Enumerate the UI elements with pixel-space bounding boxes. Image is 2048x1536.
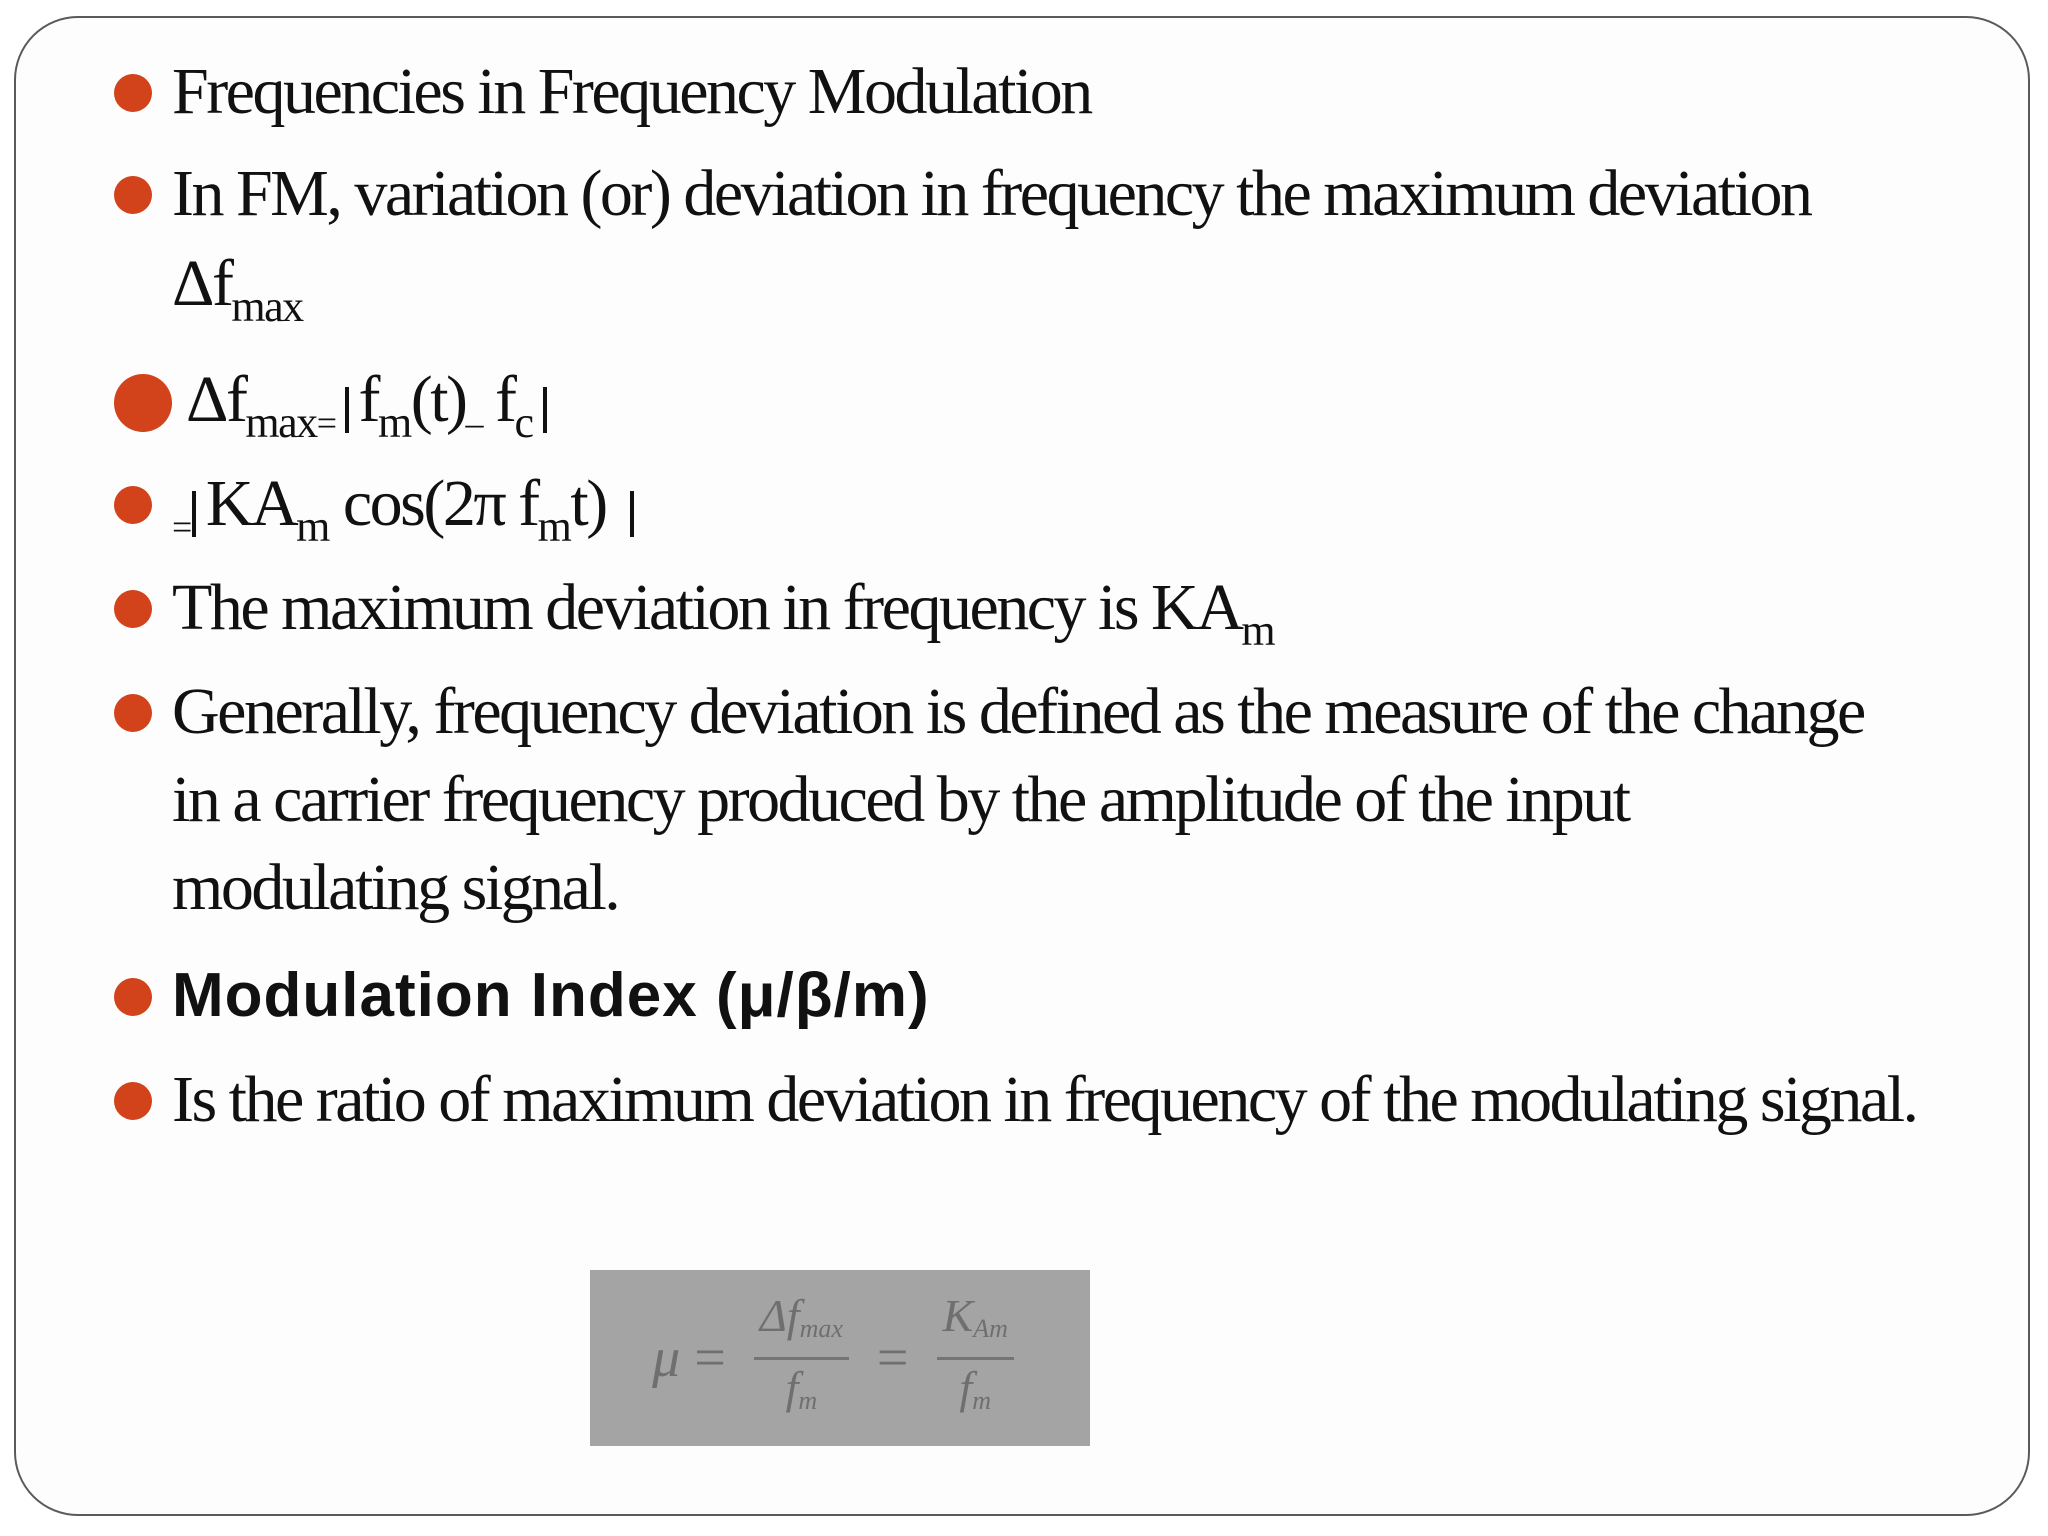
- equals-sign: =: [694, 1327, 726, 1389]
- bullet-text: The maximum deviation in frequency is KA…: [172, 564, 1276, 675]
- slide-frame: [14, 16, 2030, 1516]
- bullet-icon: [114, 694, 152, 732]
- bullet-icon: [114, 590, 152, 628]
- mu-symbol: μ: [652, 1327, 681, 1389]
- denominator-symbol: f: [959, 1361, 973, 1413]
- bullet-ratio: Is the ratio of maximum deviation in fre…: [114, 1056, 1972, 1144]
- delta-symbol: Δf: [172, 247, 234, 320]
- bullet-generally: Generally, frequency deviation is define…: [114, 668, 1882, 932]
- equals-sign: =: [172, 507, 192, 547]
- bullet-icon: [114, 1082, 152, 1120]
- equation-text: =KAm cos(2π fmt): [172, 460, 644, 571]
- numerator-symbol: Δf: [759, 1289, 800, 1341]
- bullet-modulation-index: Modulation Index (μ/β/m): [114, 952, 930, 1040]
- bullet-line: In FM, variation (or) deviation in frequ…: [172, 157, 1813, 230]
- cos-end: t): [570, 467, 608, 540]
- bullet-icon: [114, 978, 152, 1016]
- ka-symbol: KA: [205, 467, 299, 540]
- bullet-icon: [114, 374, 172, 432]
- ka-subscript: m: [296, 502, 330, 551]
- numerator-subscript: max: [799, 1313, 843, 1343]
- modulation-index-equation-image: μ = Δfmax fm = KAm fm: [590, 1270, 1090, 1446]
- cos-subscript: m: [537, 502, 572, 551]
- bullet-text: Modulation Index (μ/β/m): [172, 961, 930, 1030]
- cos-term: cos(2π f: [342, 467, 540, 540]
- denominator-symbol: f: [785, 1361, 799, 1413]
- fraction-numerator: Δfmax: [753, 1288, 849, 1360]
- delta-symbol: Δf: [186, 363, 248, 436]
- bullet-icon: [114, 176, 152, 214]
- fraction-delta-over-fm: Δfmax fm: [753, 1288, 849, 1429]
- t-arg: (t): [410, 363, 468, 436]
- bullet-text: Is the ratio of maximum deviation in fre…: [172, 1063, 1919, 1136]
- fraction-numerator: KAm: [936, 1288, 1014, 1360]
- f-subscript: m: [377, 398, 412, 447]
- fraction-denominator: fm: [780, 1360, 824, 1429]
- bullet-icon: [114, 486, 152, 524]
- minus-sign: –: [465, 403, 484, 443]
- bullet-ka-cos: =KAm cos(2π fmt): [114, 460, 644, 571]
- denominator-subscript: m: [798, 1385, 818, 1415]
- bullet-text: In FM, variation (or) deviation in frequ…: [172, 150, 1813, 351]
- delta-subscript: max: [245, 398, 318, 447]
- bullet-delta-equation: Δfmax=fm(t)– fc: [114, 356, 557, 467]
- fc-subscript: c: [514, 398, 535, 447]
- bullet-main-text: The maximum deviation in frequency is KA: [172, 571, 1244, 644]
- abs-bar-left: [191, 491, 196, 537]
- equals-sign: =: [876, 1327, 909, 1389]
- equation-text: Δfmax=fm(t)– fc: [186, 356, 557, 467]
- delta-f-max: Δfmax: [172, 240, 1811, 351]
- bullet-icon: [114, 74, 152, 112]
- bullet-max-deviation: The maximum deviation in frequency is KA…: [114, 564, 1276, 675]
- delta-subscript: max: [231, 282, 304, 331]
- ka-subscript: m: [1241, 606, 1275, 655]
- bullet-fm-variation: In FM, variation (or) deviation in frequ…: [114, 150, 1813, 351]
- bullet-text: Generally, frequency deviation is define…: [172, 675, 1866, 924]
- fraction-kam-over-fm: KAm fm: [936, 1288, 1014, 1429]
- abs-bar-left: [344, 387, 349, 433]
- fc-symbol: f: [495, 363, 517, 436]
- abs-bar-right: [542, 387, 547, 433]
- f-symbol: f: [358, 363, 381, 436]
- bullet-text: Frequencies in Frequency Modulation: [172, 55, 1093, 128]
- fraction-denominator: fm: [953, 1360, 997, 1429]
- equals-sign: =: [316, 403, 337, 443]
- abs-bar-right: [629, 491, 634, 537]
- numerator-subscript: Am: [973, 1313, 1008, 1343]
- denominator-subscript: m: [972, 1385, 991, 1415]
- bullet-frequencies-heading: Frequencies in Frequency Modulation: [114, 48, 1093, 136]
- numerator-symbol: K: [942, 1289, 974, 1341]
